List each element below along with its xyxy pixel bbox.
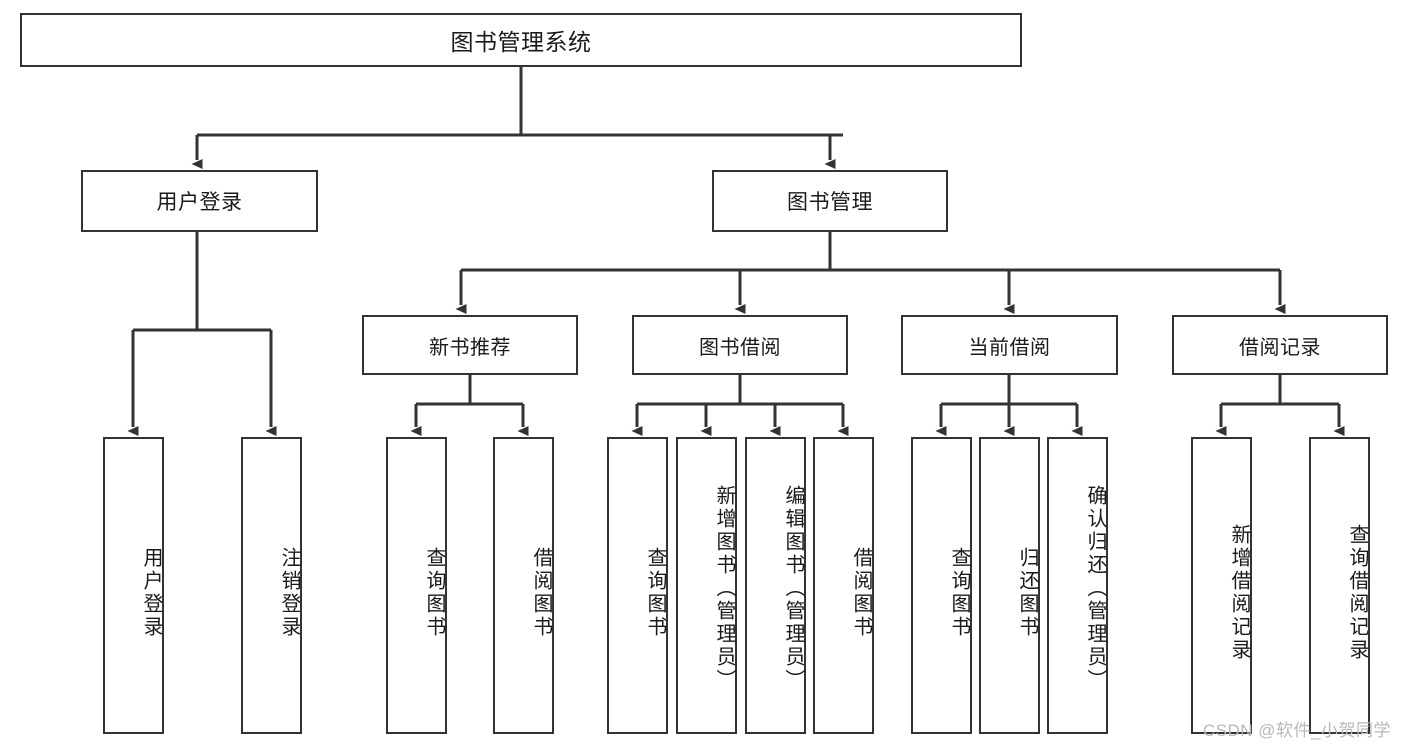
- node-root-label: 图书管理系统: [450, 29, 592, 55]
- node-leaf-query-book-rec[interactable]: 查询图书: [386, 437, 447, 734]
- node-user-login-label: 用户登录: [156, 191, 243, 214]
- node-leaf-borrow-book[interactable]: 借阅图书: [813, 437, 874, 734]
- node-leaf-query-book-borrow-label: 查询图书: [644, 546, 666, 639]
- node-leaf-borrow-book-rec-label: 借阅图书: [530, 546, 552, 639]
- node-leaf-query-book-current-label: 查询图书: [948, 546, 970, 639]
- node-borrow-record-label: 借阅记录: [1239, 336, 1321, 359]
- node-leaf-edit-book[interactable]: 编辑图书（管理员）: [745, 437, 806, 734]
- node-book-manage[interactable]: 图书管理: [712, 170, 948, 232]
- node-leaf-user-logout-label: 注销登录: [278, 546, 300, 639]
- node-leaf-edit-book-label: 编辑图书（管理员）: [782, 485, 804, 692]
- node-book-borrow[interactable]: 图书借阅: [632, 315, 848, 375]
- node-book-borrow-label: 图书借阅: [699, 336, 781, 359]
- node-leaf-user-logout[interactable]: 注销登录: [241, 437, 302, 734]
- node-leaf-confirm-return[interactable]: 确认归还（管理员）: [1047, 437, 1108, 734]
- node-leaf-return-book-label: 归还图书: [1016, 546, 1038, 639]
- node-leaf-user-login-label: 用户登录: [140, 546, 162, 639]
- node-leaf-query-book-rec-label: 查询图书: [423, 546, 445, 639]
- node-leaf-add-book[interactable]: 新增图书（管理员）: [676, 437, 737, 734]
- node-leaf-confirm-return-label: 确认归还（管理员）: [1084, 485, 1106, 692]
- node-borrow-record[interactable]: 借阅记录: [1172, 315, 1388, 375]
- node-leaf-query-book-current[interactable]: 查询图书: [911, 437, 972, 734]
- node-root[interactable]: 图书管理系统: [20, 13, 1022, 67]
- node-leaf-borrow-book-label: 借阅图书: [850, 546, 872, 639]
- node-leaf-return-book[interactable]: 归还图书: [979, 437, 1040, 734]
- watermark: CSDN @软件_小贺同学: [1202, 721, 1391, 740]
- node-current-borrow[interactable]: 当前借阅: [901, 315, 1118, 375]
- node-leaf-user-login[interactable]: 用户登录: [103, 437, 164, 734]
- node-leaf-borrow-book-rec[interactable]: 借阅图书: [493, 437, 554, 734]
- node-book-manage-label: 图书管理: [787, 191, 873, 214]
- node-leaf-query-record[interactable]: 查询借阅记录: [1309, 437, 1370, 734]
- node-leaf-add-book-label: 新增图书（管理员）: [713, 485, 735, 692]
- node-new-book-rec-label: 新书推荐: [429, 336, 511, 359]
- node-leaf-add-record[interactable]: 新增借阅记录: [1191, 437, 1252, 734]
- node-user-login[interactable]: 用户登录: [81, 170, 318, 232]
- node-current-borrow-label: 当前借阅: [968, 336, 1051, 359]
- node-new-book-rec[interactable]: 新书推荐: [362, 315, 578, 375]
- node-leaf-add-record-label: 新增借阅记录: [1228, 523, 1250, 662]
- node-leaf-query-record-label: 查询借阅记录: [1346, 523, 1368, 662]
- node-leaf-query-book-borrow[interactable]: 查询图书: [607, 437, 668, 734]
